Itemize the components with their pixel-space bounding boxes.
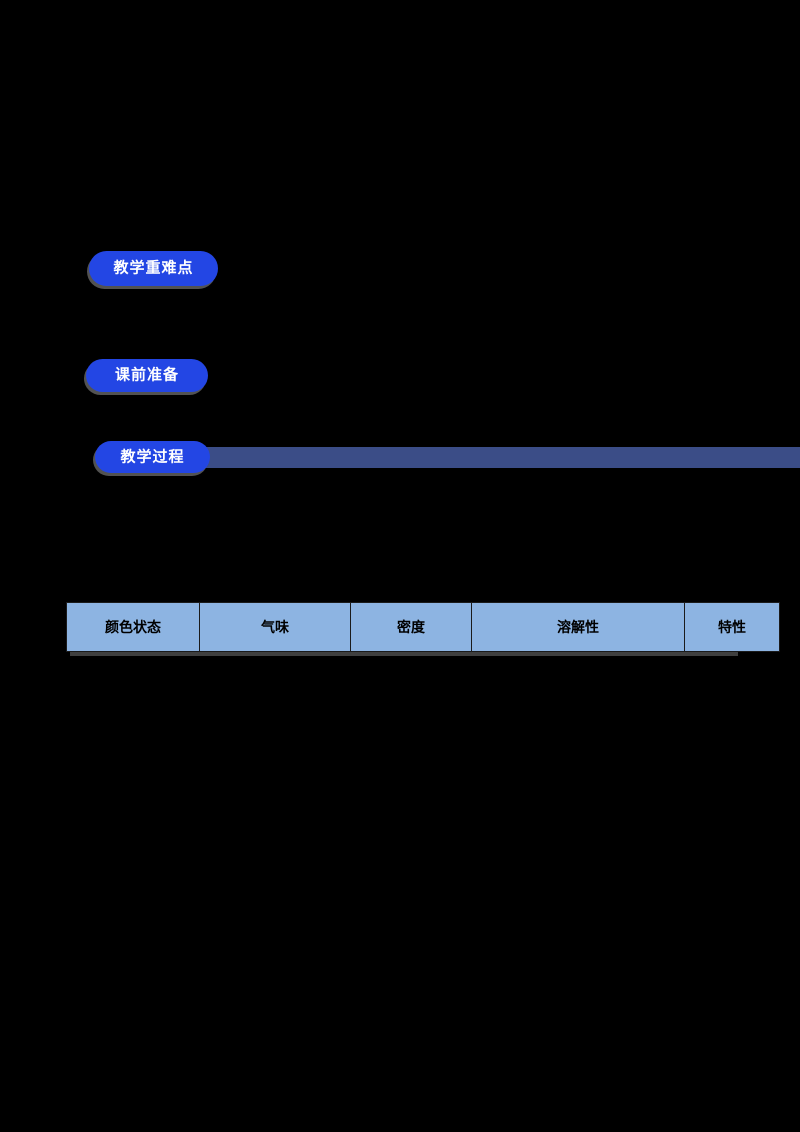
substance-properties-table: 颜色状态 气味 密度 溶解性 特性 (66, 602, 780, 652)
table-header-feature: 特性 (684, 602, 780, 652)
section-label-key-points[interactable]: 教学重难点 (89, 251, 218, 286)
section-label-preparation-text: 课前准备 (114, 365, 179, 384)
table-header-density: 密度 (350, 602, 472, 652)
table-header: 颜色状态 气味 密度 溶解性 特性 (66, 602, 780, 652)
section-label-process[interactable]: 教学过程 (95, 441, 210, 473)
process-heading-bar (188, 447, 800, 468)
table-header-row: 颜色状态 气味 密度 溶解性 特性 (66, 602, 780, 652)
table-header-smell: 气味 (199, 602, 351, 652)
section-label-process-text: 教学过程 (120, 447, 185, 465)
table-header-solubility: 溶解性 (471, 602, 685, 652)
table-header-color-state: 颜色状态 (66, 602, 200, 652)
section-label-preparation[interactable]: 课前准备 (86, 359, 208, 392)
section-label-key-points-text: 教学重难点 (113, 258, 194, 277)
substance-properties-table-wrapper: 颜色状态 气味 密度 溶解性 特性 (66, 602, 780, 656)
